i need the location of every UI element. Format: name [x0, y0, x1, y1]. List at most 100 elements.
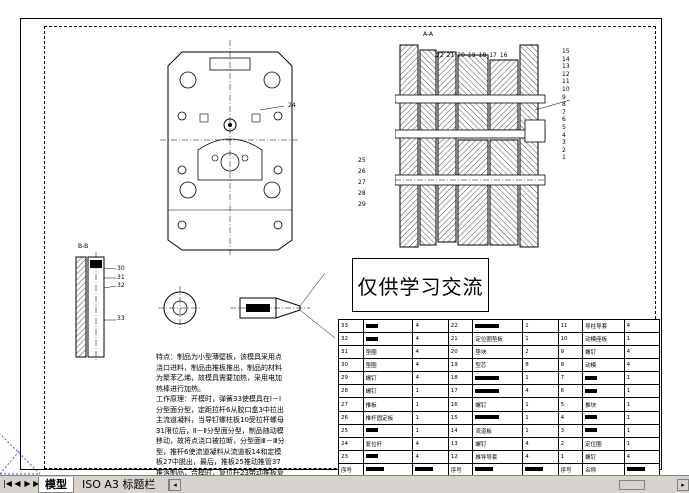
- redacted-block: [585, 375, 598, 380]
- tab-iso-a3-title-block[interactable]: ISO A3 标题栏: [82, 478, 156, 491]
- callout: 14: [562, 55, 570, 63]
- bom-cell: 4: [412, 436, 449, 451]
- bom-cell: 1: [522, 371, 559, 386]
- callout: 6: [562, 116, 566, 124]
- bom-cell: 推块: [582, 397, 625, 412]
- bom-cell: 1: [623, 384, 661, 399]
- bom-cell: 28: [338, 384, 364, 399]
- next-tab-button[interactable]: ▶: [24, 479, 31, 488]
- callout: 4: [562, 131, 566, 139]
- bom-cell-text: 4: [415, 453, 419, 460]
- bom-cell: 垫圈: [362, 358, 414, 373]
- bom-cell-text: 30: [341, 362, 348, 369]
- redacted-block: [365, 467, 384, 472]
- bom-cell: 4: [623, 358, 661, 373]
- bom-cell: 21: [447, 332, 474, 347]
- callout: 10: [562, 85, 570, 93]
- bom-cell: 1: [623, 436, 661, 451]
- callouts-right: 15 14 13 12 11 10 9 8 7 6 5 4 3 2 1: [562, 48, 570, 162]
- bom-cell: 10: [557, 332, 584, 347]
- callout: 27: [358, 179, 366, 186]
- redacted-block: [475, 467, 494, 472]
- bom-cell-text: 1: [626, 427, 631, 434]
- callout: 29: [358, 201, 366, 208]
- callout: 12: [562, 70, 570, 78]
- bom-cell-text: 4: [525, 440, 529, 447]
- bom-cell-text: 垫圈: [365, 363, 377, 370]
- bom-cell: [582, 371, 625, 386]
- bom-cell-text: 垫圈: [365, 350, 377, 357]
- bom-cell-text: 推块: [585, 402, 597, 409]
- bom-cell: 4: [522, 384, 559, 399]
- scroll-left-icon[interactable]: ◂: [169, 479, 181, 491]
- section-a-drawing: [395, 44, 571, 248]
- bom-cell: 1: [522, 332, 559, 347]
- watermark-text: 仅供学习交流: [352, 258, 489, 312]
- scroll-thumb[interactable]: [619, 480, 645, 490]
- prev-tab-button[interactable]: ◀: [14, 479, 21, 488]
- plan-view-drawing: [160, 40, 300, 255]
- bom-cell: [362, 449, 414, 464]
- bom-cell-text: 螺钉: [585, 454, 597, 461]
- bom-cell-text: 10: [560, 336, 568, 343]
- bom-cell-text: 27: [341, 401, 348, 408]
- bom-cell-text: 1: [415, 388, 419, 395]
- bom-cell: 1: [412, 423, 449, 438]
- bom-cell-text: 导柱导套: [585, 324, 608, 331]
- bom-cell: 导柱导套: [582, 318, 625, 334]
- bom-cell: 22: [447, 318, 474, 334]
- scroll-right-icon[interactable]: ▸: [677, 479, 689, 491]
- bom-cell: 螺钉: [582, 449, 625, 464]
- bom-cell-text: 28: [341, 388, 348, 395]
- bom-cell-text: 9: [560, 349, 565, 356]
- bom-cell: 11: [557, 318, 584, 334]
- bom-cell: 8: [522, 358, 559, 373]
- bom-cell-text: 序号: [560, 467, 572, 474]
- bom-cell: 定位圈: [582, 436, 625, 451]
- callout: 28: [358, 190, 366, 197]
- bom-cell-text: 1: [525, 375, 529, 382]
- bom-cell: 垫圈: [362, 345, 414, 360]
- technical-notes: 特点：制品为小型薄壁板，该模具采用点浇口进料，制品由推板推出，制品的材料为聚苯乙…: [156, 352, 286, 489]
- ucs-icon: [0, 433, 42, 475]
- bom-cell: 流道板: [472, 423, 524, 438]
- bom-cell: [582, 423, 625, 438]
- bom-cell: 4: [623, 345, 661, 360]
- bom-cell: 12: [447, 449, 474, 464]
- redacted-block: [475, 323, 500, 328]
- bom-cell: 4: [412, 318, 449, 334]
- bom-cell-text: 1: [415, 414, 419, 421]
- tab-model[interactable]: 模型: [38, 477, 74, 493]
- bom-cell: 1: [623, 332, 661, 347]
- bom-cell: 1: [557, 449, 584, 464]
- bom-cell: 1: [623, 410, 661, 425]
- callout: 5: [562, 123, 566, 131]
- first-tab-button[interactable]: |◀: [3, 479, 12, 488]
- horizontal-scrollbar[interactable]: ◂ ▸: [168, 479, 689, 491]
- bom-cell: 30: [338, 358, 364, 373]
- bom-cell-text: 4: [626, 323, 631, 330]
- bom-cell-text: 2: [560, 440, 565, 447]
- bom-cell-text: 33: [341, 323, 348, 330]
- bom-cell: 5: [557, 397, 584, 412]
- bom-cell: 19: [447, 358, 474, 373]
- bom-cell-text: 1: [626, 440, 631, 447]
- bom-cell-text: 1: [560, 453, 565, 460]
- bom-cell-text: 24: [341, 440, 348, 447]
- bom-cell-text: 2: [525, 349, 529, 356]
- callout: 19: [467, 52, 476, 59]
- redacted-block: [365, 454, 378, 459]
- bom-cell: 17: [447, 384, 474, 399]
- last-tab-button[interactable]: ▶|: [32, 478, 43, 490]
- bom-cell: 动模座板: [582, 332, 625, 347]
- redacted-block: [585, 428, 598, 433]
- bom-cell: [472, 410, 524, 425]
- bom-cell: 螺钉: [472, 397, 524, 412]
- bom-cell: 1: [623, 371, 661, 386]
- bom-cell-text: 15: [450, 414, 458, 421]
